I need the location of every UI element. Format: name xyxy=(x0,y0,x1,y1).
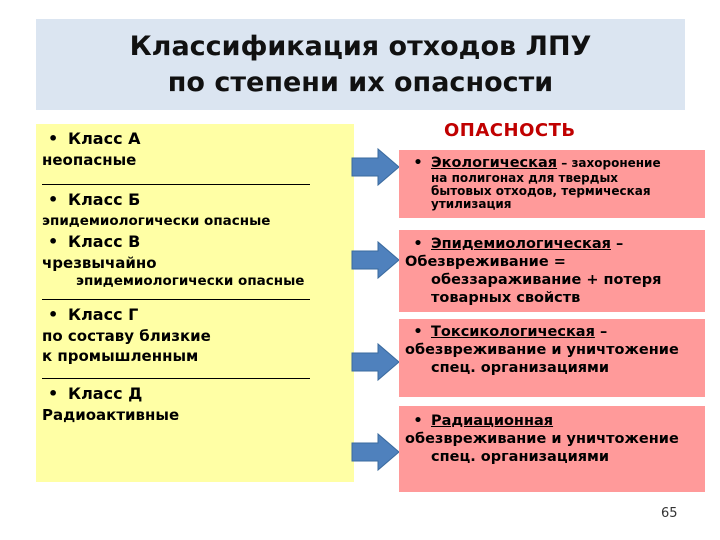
title-line-1: Классификация отходов ЛПУ xyxy=(129,30,592,62)
radiation-title: Радиационная xyxy=(431,413,554,429)
class-g-desc-1: по составу близкие xyxy=(42,327,211,345)
arrow-right-icon xyxy=(351,432,400,472)
class-b-desc: эпидемиологически опасные xyxy=(42,213,271,229)
class-v-item: •Класс В xyxy=(48,232,141,251)
class-d-item: •Класс Д xyxy=(48,384,143,403)
radiation-danger-box: •Радиационная обезвреживание и уничтожен… xyxy=(399,406,705,492)
separator-line xyxy=(42,170,310,185)
class-d-desc: Радиоактивные xyxy=(42,406,180,424)
arrow-right-icon xyxy=(351,240,400,280)
class-v-desc-2: эпидемиологически опасные xyxy=(76,273,305,289)
bullet-icon: • xyxy=(48,305,59,324)
class-b-item: •Класс Б xyxy=(48,190,141,209)
ecological-title: Экологическая xyxy=(431,155,558,171)
class-list-panel: •Класс А неопасные •Класс Б эпидемиологи… xyxy=(36,124,354,482)
bullet-icon: • xyxy=(48,384,59,403)
toxicological-title: Токсикологическая xyxy=(431,324,595,340)
epidemiological-danger-box: •Эпидемиологическая – Обезвреживание = о… xyxy=(399,230,705,312)
bullet-icon: • xyxy=(48,129,59,148)
bullet-icon: • xyxy=(413,324,423,340)
epidemiological-title: Эпидемиологическая xyxy=(431,236,611,252)
class-g-item: •Класс Г xyxy=(48,305,139,324)
title-line-2: по степени их опасности xyxy=(167,66,554,98)
arrow-right-icon xyxy=(351,147,400,187)
ecological-danger-box: •Экологическая – захоронение на полигона… xyxy=(399,150,705,218)
toxicological-danger-box: •Токсикологическая – обезвреживание и ун… xyxy=(399,319,705,397)
bullet-icon: • xyxy=(413,413,423,429)
bullet-icon: • xyxy=(413,155,423,171)
separator-line xyxy=(42,366,310,379)
class-a-item: •Класс А xyxy=(48,129,141,148)
separator-line xyxy=(42,289,310,300)
class-v-desc-1: чрезвычайно xyxy=(42,254,157,272)
arrow-right-icon xyxy=(351,342,400,382)
class-g-desc-2: к промышленным xyxy=(42,347,199,365)
class-a-desc: неопасные xyxy=(42,151,137,169)
bullet-icon: • xyxy=(48,232,59,251)
bullet-icon: • xyxy=(48,190,59,209)
danger-header: ОПАСНОСТЬ xyxy=(444,120,576,141)
bullet-icon: • xyxy=(413,236,423,252)
slide-title: Классификация отходов ЛПУ по степени их … xyxy=(36,19,685,110)
page-number: 65 xyxy=(661,506,678,521)
